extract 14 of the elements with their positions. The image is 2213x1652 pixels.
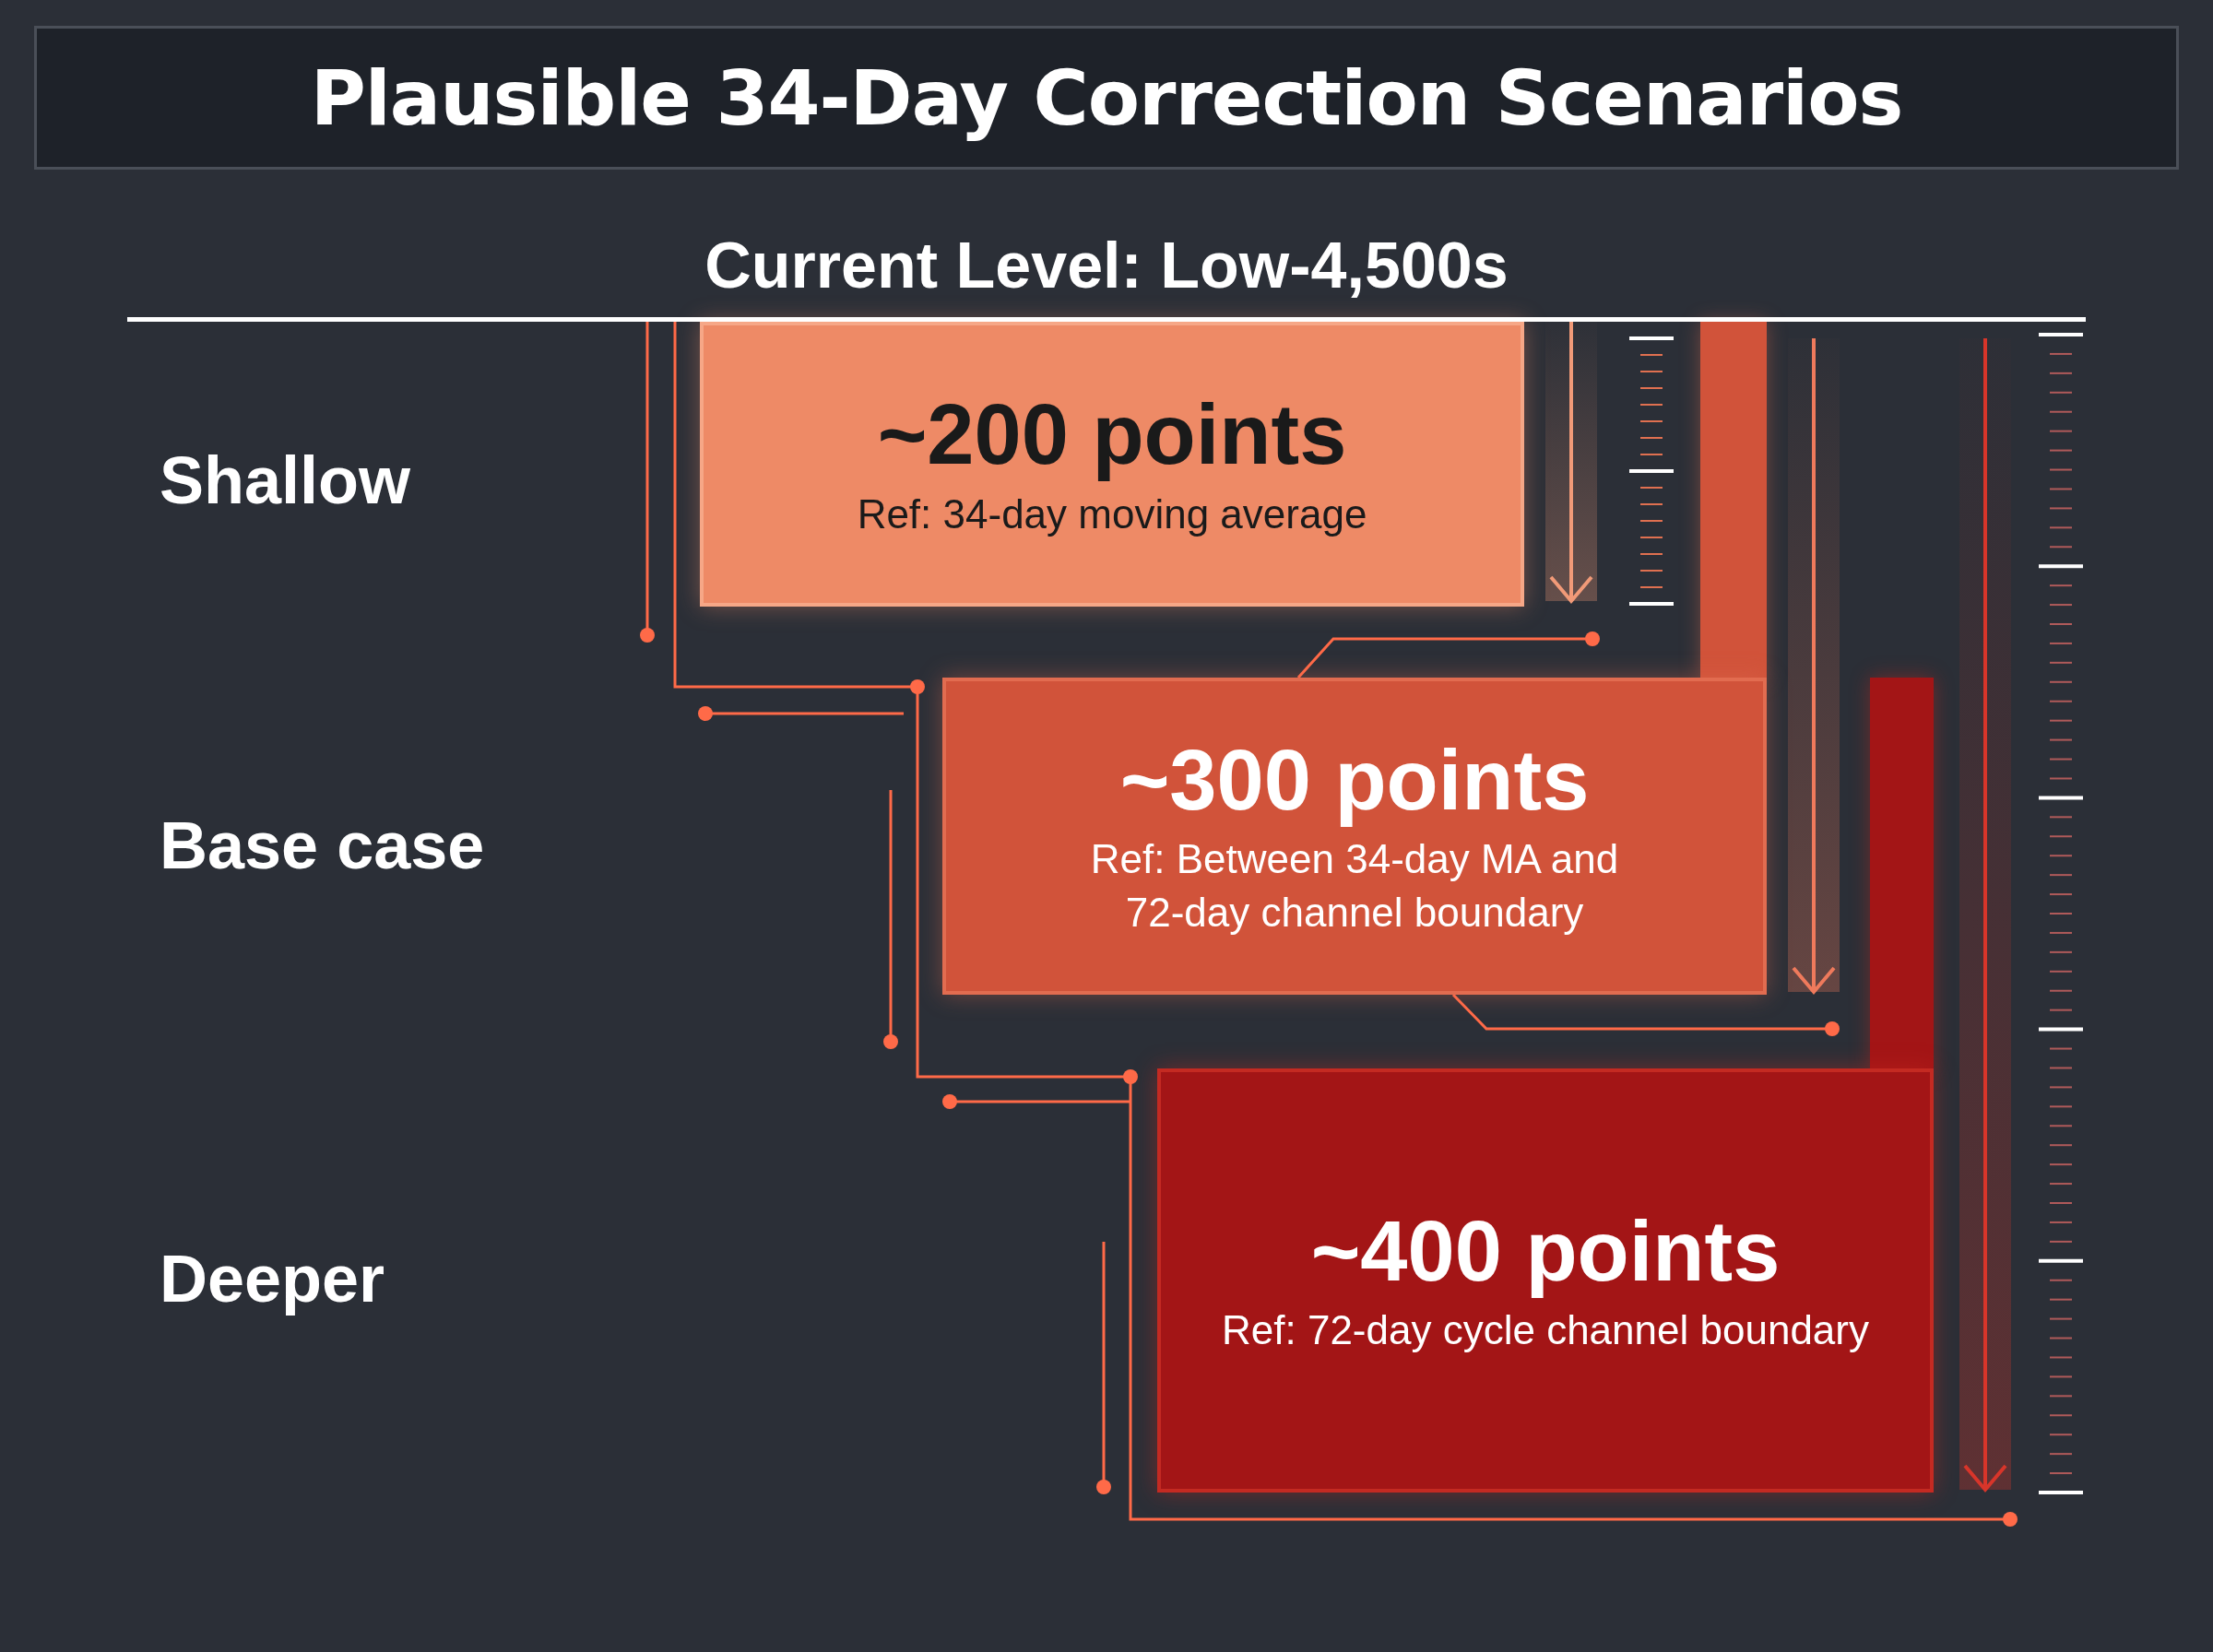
- scenario-reference: Ref: 34-day moving average: [857, 490, 1367, 538]
- scenario-box: [1157, 1068, 1934, 1493]
- title: Plausible 34-Day Correction Scenarios: [310, 53, 1903, 142]
- current-level-label: Current Level: Low-4,500s: [704, 229, 1509, 302]
- scenario-label: Base case: [160, 808, 485, 883]
- scenario-label: Deeper: [160, 1241, 385, 1316]
- scenario-reference: Ref: Between 34-day MA and 72-day channel boundary: [1089, 835, 1620, 937]
- scenario-points: ~400 points: [1310, 1204, 1781, 1298]
- scenario-label: Shallow: [160, 442, 411, 518]
- scenario-box: [700, 322, 1524, 607]
- scenario-reference: Ref: 72-day cycle channel boundary: [1222, 1306, 1869, 1354]
- scenario-points: ~200 points: [877, 388, 1347, 482]
- scenario-points: ~300 points: [1119, 734, 1590, 828]
- scenario-box: [942, 678, 1767, 995]
